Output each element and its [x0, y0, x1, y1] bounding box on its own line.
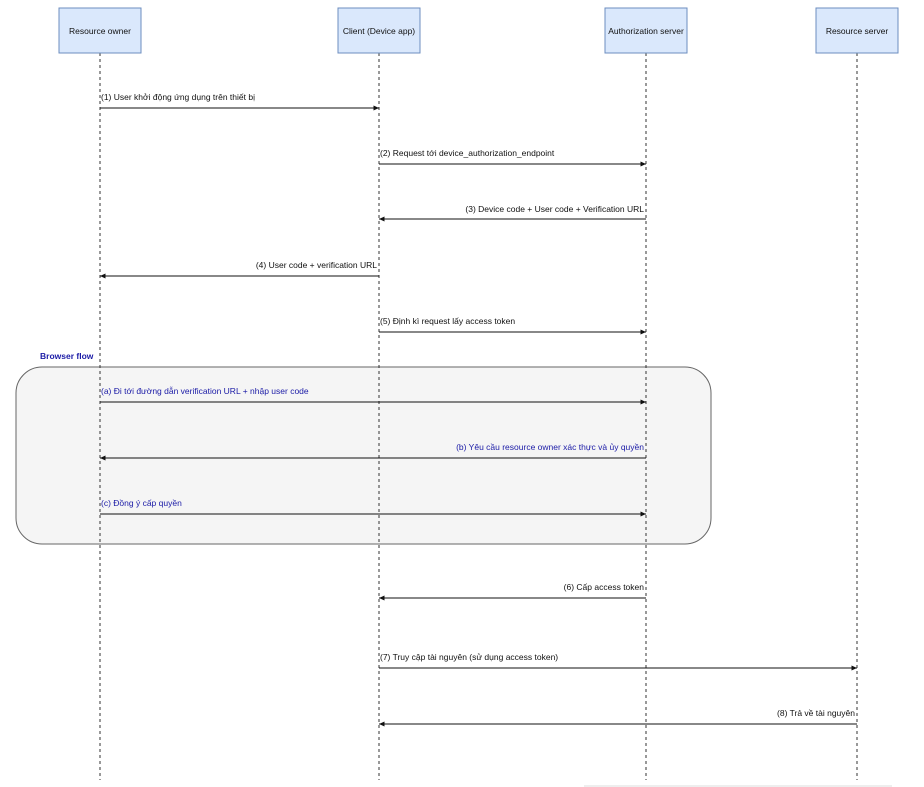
message-label: (a) Đi tới đường dẫn verification URL + … — [101, 386, 309, 396]
browser-flow-group — [15, 366, 712, 545]
message-5: (5) Định kì request lấy access token — [379, 316, 646, 335]
actor-resource-server: Resource server — [815, 7, 899, 54]
message-label: (7) Truy cập tài nguyên (sử dụng access … — [380, 652, 558, 662]
actor-label: Resource owner — [69, 26, 131, 36]
message-c: (c) Đồng ý cấp quyền — [100, 498, 646, 517]
message-8: (8) Trả về tài nguyên — [379, 708, 857, 727]
message-6: (6) Cấp access token — [379, 582, 646, 601]
message-4: (4) User code + verification URL — [100, 260, 379, 279]
message-7: (7) Truy cập tài nguyên (sử dụng access … — [379, 652, 857, 671]
actor-authorization-server: Authorization server — [604, 7, 688, 54]
actor-label: Client (Device app) — [343, 26, 415, 36]
message-label: (8) Trả về tài nguyên — [777, 708, 855, 718]
browser-flow-title: Browser flow — [40, 351, 94, 361]
message-a: (a) Đi tới đường dẫn verification URL + … — [100, 386, 646, 405]
message-label: (c) Đồng ý cấp quyền — [101, 498, 182, 508]
message-b: (b) Yêu cầu resource owner xác thực và ủ… — [100, 442, 646, 461]
actor-resource-owner: Resource owner — [58, 7, 142, 54]
message-3: (3) Device code + User code + Verificati… — [379, 204, 646, 222]
message-2: (2) Request tới device_authorization_end… — [379, 148, 646, 167]
actor-label: Resource server — [826, 26, 889, 36]
actor-label: Authorization server — [608, 26, 684, 36]
actor-client: Client (Device app) — [337, 7, 421, 54]
message-label: (b) Yêu cầu resource owner xác thực và ủ… — [456, 442, 644, 452]
message-label: (6) Cấp access token — [564, 582, 645, 592]
message-label: (3) Device code + User code + Verificati… — [465, 204, 644, 214]
message-label: (5) Định kì request lấy access token — [380, 316, 515, 326]
message-label: (1) User khởi động ứng dụng trên thiết b… — [101, 92, 255, 102]
message-label: (4) User code + verification URL — [256, 260, 377, 270]
message-1: (1) User khởi động ứng dụng trên thiết b… — [100, 92, 379, 111]
message-label: (2) Request tới device_authorization_end… — [380, 148, 555, 158]
